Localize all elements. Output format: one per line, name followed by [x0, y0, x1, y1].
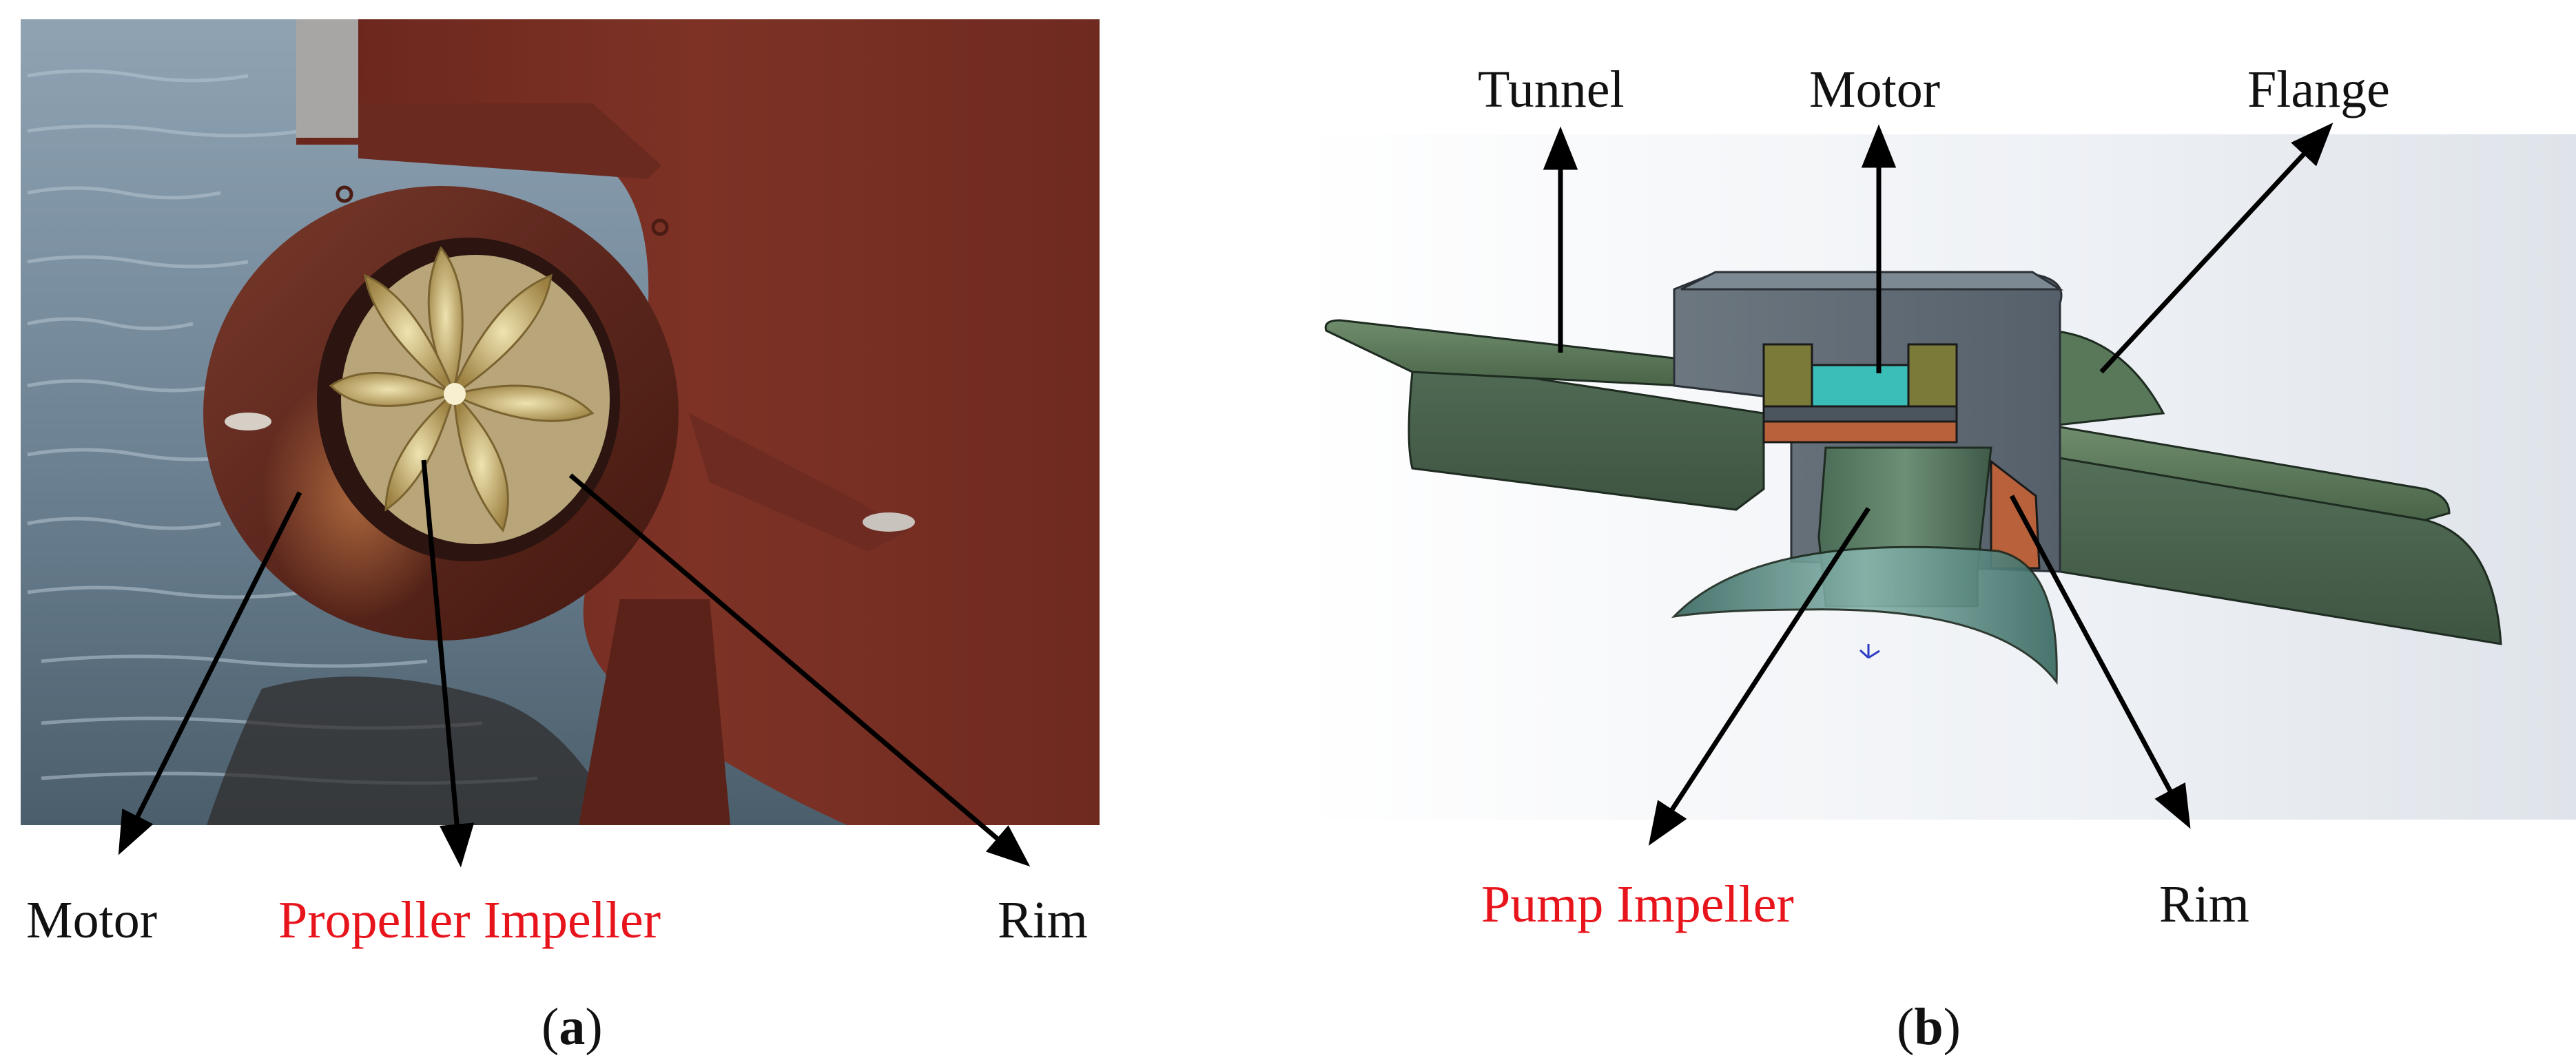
arrow-b-pump-impeller	[1648, 507, 1871, 846]
hull-strut	[296, 19, 358, 138]
sublabel-b-letter: b	[1914, 998, 1944, 1056]
label-a-rim: Rim	[998, 891, 1088, 949]
panel-b-render	[1301, 134, 2576, 820]
impeller-blade	[1671, 545, 2058, 685]
panel-b-arrows	[1543, 123, 2333, 846]
lifting-eye-left	[336, 185, 353, 203]
label-b-flange: Flange	[2247, 61, 2390, 118]
panel-a-photo	[21, 19, 1100, 825]
motor-housing-top	[1680, 271, 2064, 291]
hull-skeg-plate	[689, 413, 909, 551]
motor-rotor	[1811, 364, 1910, 408]
tunnel-right-top	[2059, 426, 2451, 521]
hull-bracket	[358, 103, 661, 179]
axis-triad-icon	[1859, 644, 1880, 659]
label-a-motor: Motor	[26, 891, 157, 949]
arrow-b-flange	[2099, 123, 2333, 374]
stator-base	[1762, 405, 1958, 423]
tunnel-right-front	[2038, 453, 2502, 645]
tunnel-left-front	[1326, 329, 1765, 511]
subfigure-label-a: (a)	[542, 1001, 603, 1053]
stator-left	[1762, 343, 1813, 408]
water-reflection	[207, 676, 620, 825]
panel-a-arrows	[118, 459, 1031, 868]
arrow-b-rim	[2009, 495, 2191, 829]
anode-right	[863, 512, 915, 532]
subfigure-label-b: (b)	[1897, 1001, 1961, 1053]
arrow-a-propeller	[421, 459, 475, 868]
rim-band	[1762, 420, 1958, 444]
propeller-hub	[444, 383, 466, 405]
label-b-tunnel: Tunnel	[1478, 61, 1625, 118]
stator-right	[1907, 343, 1958, 408]
sublabel-b-close: )	[1943, 998, 1961, 1056]
label-b-pump-impeller: Pump Impeller	[1481, 875, 1794, 933]
sublabel-a-open: (	[542, 998, 559, 1056]
anode-left	[225, 413, 271, 430]
arrow-a-rim	[568, 473, 1031, 867]
label-b-motor: Motor	[1809, 61, 1940, 118]
lifting-eye-right	[651, 218, 669, 236]
label-b-rim: Rim	[2159, 875, 2249, 933]
label-a-propeller-impeller: Propeller Impeller	[278, 891, 661, 949]
hull-skeg	[579, 599, 730, 825]
sublabel-b-open: (	[1897, 998, 1915, 1056]
sublabel-a-close: )	[585, 998, 603, 1056]
rim-copper-wedge	[1990, 459, 2041, 570]
arrow-a-motor	[118, 491, 302, 855]
sublabel-a-letter: a	[559, 998, 586, 1056]
propeller-blades	[329, 246, 595, 532]
